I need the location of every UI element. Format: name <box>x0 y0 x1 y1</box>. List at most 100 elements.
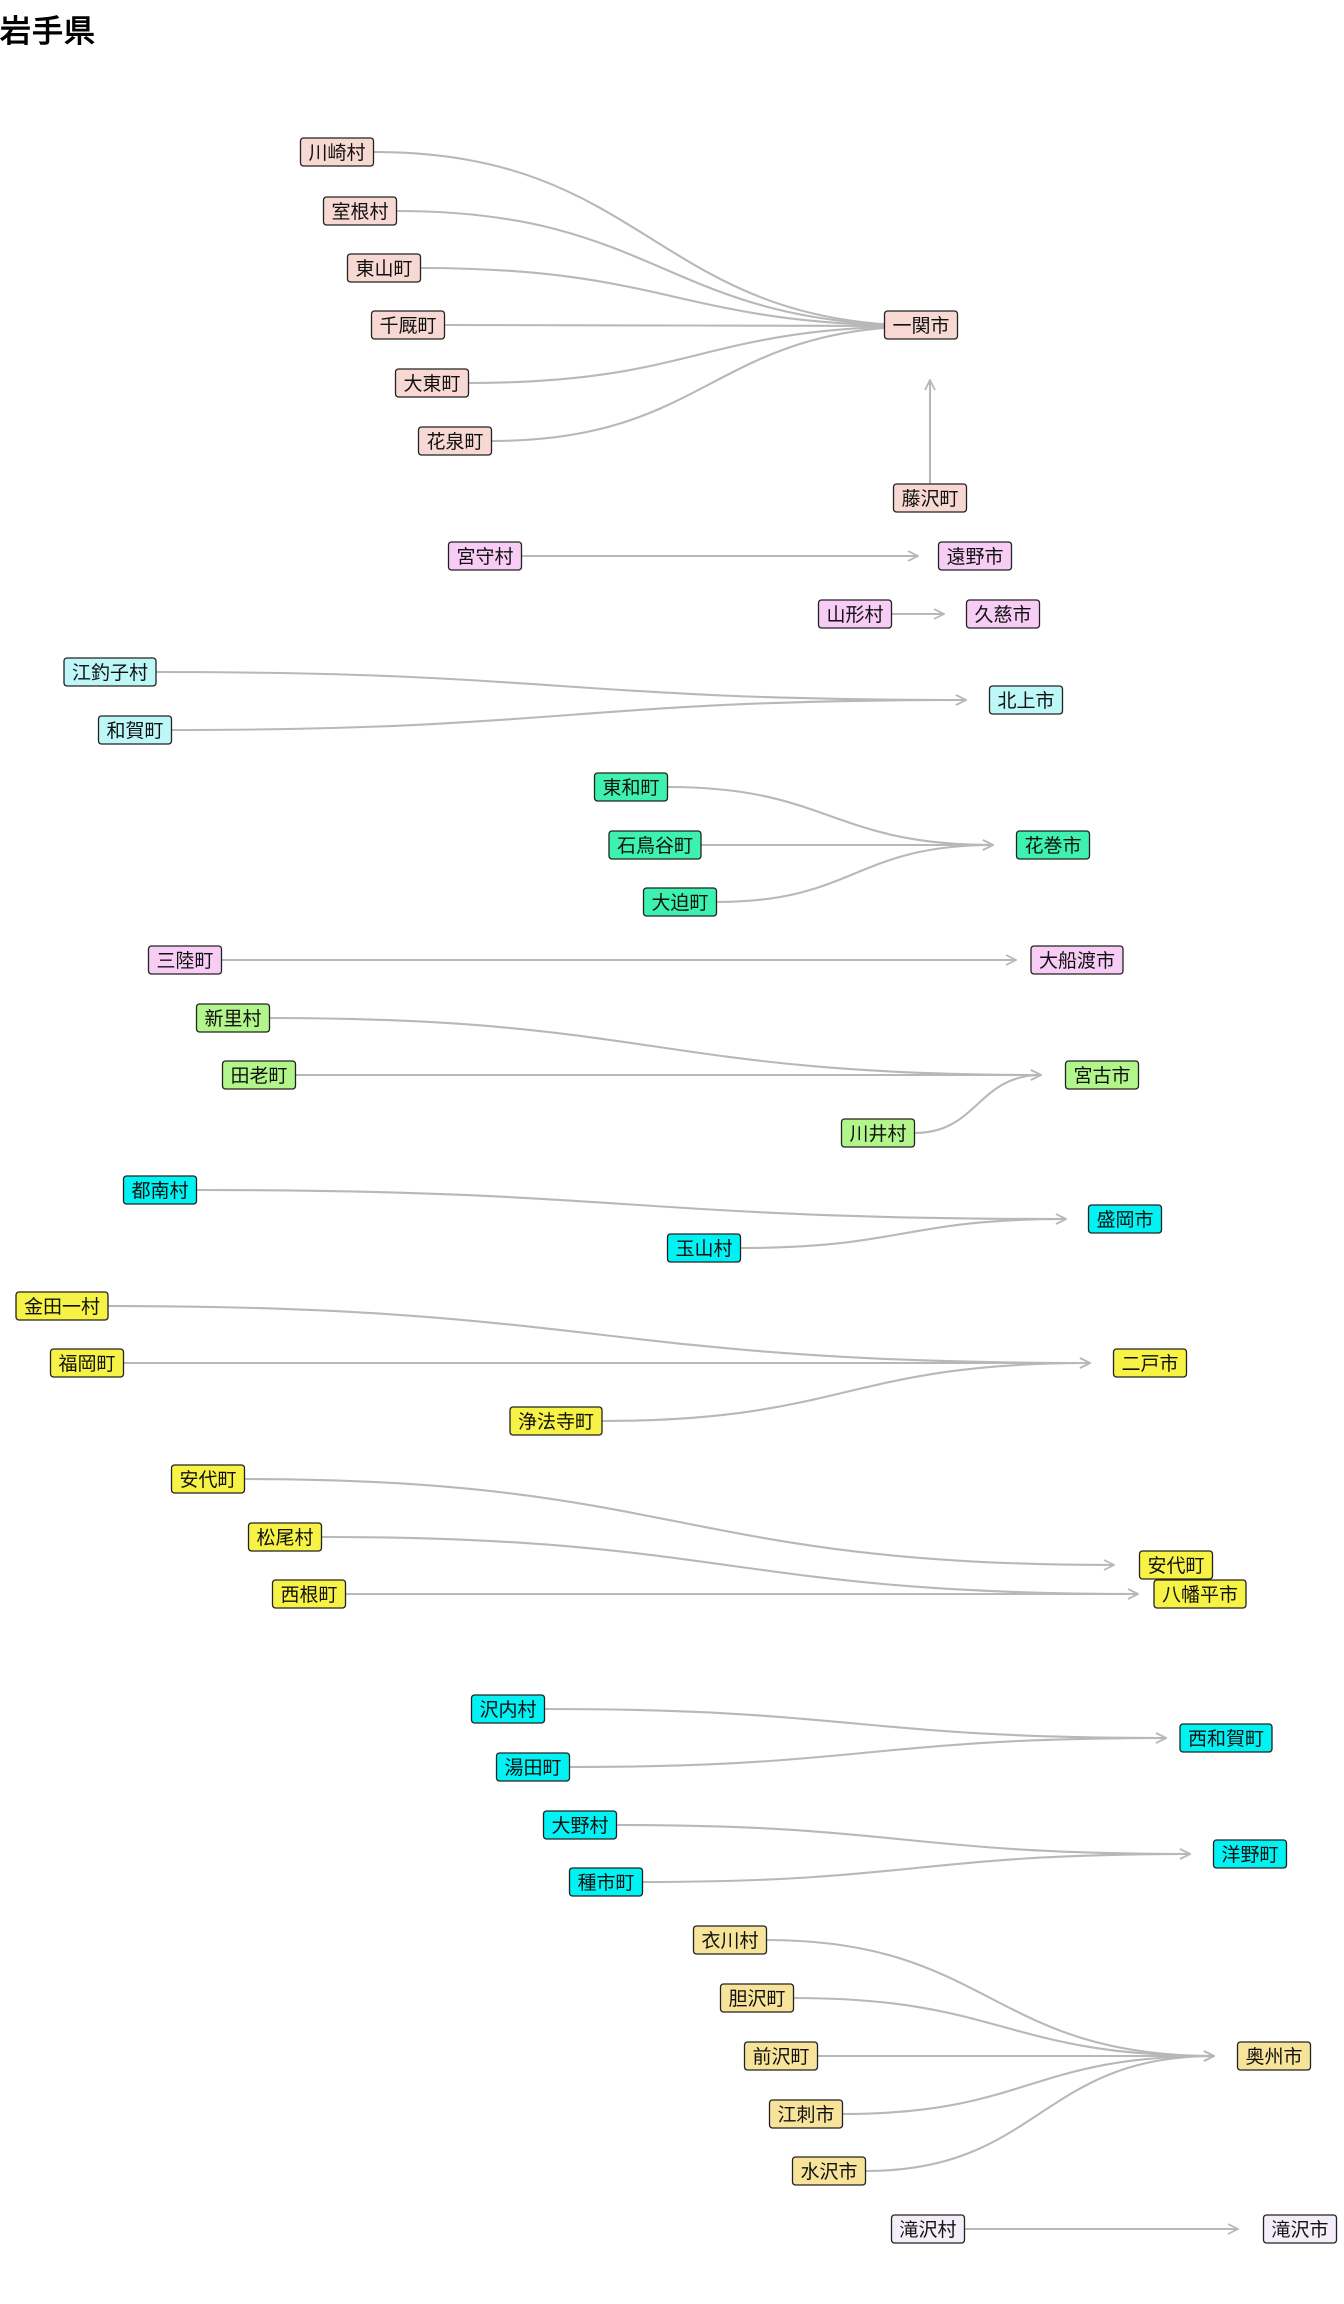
edge-hanamaki-0 <box>667 785 994 845</box>
node-hanamaki-source-2-box <box>642 887 718 917</box>
node-hanamaki-source-1-label: 石鳥谷町 <box>617 835 693 857</box>
edge-morioka-0 <box>196 1188 1067 1219</box>
node-hanamaki-source-1: 石鳥谷町 <box>608 830 702 860</box>
node-miyako-source-2-label: 川井村 <box>849 1123 906 1145</box>
node-morioka-target-box <box>1087 1204 1163 1234</box>
node-hanamaki-source-0-label: 東和町 <box>602 777 659 799</box>
node-ninohe-source-0-label: 金田一村 <box>24 1296 100 1318</box>
edge-yoyo-1 <box>642 1854 1191 1884</box>
node-oshu-source-1: 胆沢町 <box>719 1983 795 2013</box>
node-hachimantai-source-2: 西根町 <box>271 1579 347 1609</box>
node-morioka-source-1-box <box>666 1233 742 1263</box>
node-ichinoseki-source-4-label: 大東町 <box>403 373 460 395</box>
node-ichinoseki-source-5: 花泉町 <box>417 426 493 456</box>
node-kitakami-source-1: 和賀町 <box>97 715 173 745</box>
node-nishiwaga-source-1-box <box>495 1752 571 1782</box>
node-oshu-source-4: 水沢市 <box>791 2156 867 2186</box>
node-oshu-source-0-box <box>692 1925 768 1955</box>
node-nishiwaga-target-box <box>1179 1723 1273 1753</box>
node-miyako-source-2-box <box>840 1118 916 1148</box>
node-tono-target-label: 遠野市 <box>946 546 1003 568</box>
node-hachimantai-source-3-label: 安代町 <box>1147 1555 1204 1577</box>
edge-kitakami-1 <box>171 700 967 732</box>
node-ninohe-source-1-label: 福岡町 <box>58 1353 115 1375</box>
node-hachimantai-source-1: 松尾村 <box>247 1522 323 1552</box>
node-kitakami-source-0-label: 江釣子村 <box>72 662 148 684</box>
node-oshu-source-3-box <box>768 2099 844 2129</box>
node-ichinoseki-source-0-label: 川崎村 <box>308 142 365 164</box>
node-ichinoseki-source-1-label: 室根村 <box>331 201 388 223</box>
node-kitakami-source-0-box <box>63 657 157 687</box>
edge-ichinoseki-1 <box>396 209 931 326</box>
node-kuji-target: 久慈市 <box>965 599 1041 629</box>
node-oshu-source-2-box <box>743 2041 819 2071</box>
node-hachimantai-target-box <box>1153 1579 1247 1609</box>
node-hachimantai-target: 八幡平市 <box>1153 1579 1247 1609</box>
edge-hachimantai-0 <box>244 1477 1115 1565</box>
node-ichinoseki-source-6: 藤沢町 <box>892 483 968 513</box>
node-ninohe-source-1-box <box>49 1348 125 1378</box>
edge-nishiwaga-1 <box>569 1738 1167 1769</box>
node-ninohe-source-2-box <box>509 1406 603 1436</box>
node-hanamaki-source-0: 東和町 <box>593 772 669 802</box>
edge-oshu-1 <box>793 1996 1215 2056</box>
node-miyako-source-0: 新里村 <box>195 1003 271 1033</box>
node-kitakami-target-box <box>988 685 1064 715</box>
node-hachimantai-source-2-box <box>271 1579 347 1609</box>
node-ofunato-source-0: 三陸町 <box>147 945 223 975</box>
edge-ichinoseki-5 <box>491 326 931 443</box>
node-yoyo-source-1-box <box>568 1867 644 1897</box>
edge-ichinoseki-3 <box>444 325 931 326</box>
edge-hachimantai-1 <box>321 1535 1139 1594</box>
node-tono-target: 遠野市 <box>937 541 1013 571</box>
node-ichinoseki-source-4: 大東町 <box>394 368 470 398</box>
nodes: 川崎村室根村東山町千厩町大東町花泉町藤沢町一関市宮守村遠野市山形村久慈市江釣子村… <box>15 137 1338 2244</box>
node-miyako-target-box <box>1064 1060 1140 1090</box>
node-miyako-source-1-box <box>221 1060 297 1090</box>
node-kitakami-target: 北上市 <box>988 685 1064 715</box>
node-ichinoseki-source-2-label: 東山町 <box>355 258 412 280</box>
node-oshu-source-4-box <box>791 2156 867 2186</box>
node-kitakami-source-0: 江釣子村 <box>63 657 157 687</box>
node-morioka-source-1-label: 玉山村 <box>675 1238 732 1260</box>
node-hachimantai-source-0-box <box>170 1464 246 1494</box>
node-oshu-source-4-label: 水沢市 <box>800 2161 857 2183</box>
node-ofunato-target-box <box>1030 945 1124 975</box>
node-hachimantai-source-0: 安代町 <box>170 1464 246 1494</box>
node-ichinoseki-source-3: 千厩町 <box>370 310 446 340</box>
node-oshu-source-2: 前沢町 <box>743 2041 819 2071</box>
node-morioka-target: 盛岡市 <box>1087 1204 1163 1234</box>
node-oshu-target-box <box>1236 2041 1312 2071</box>
node-kuji-target-label: 久慈市 <box>974 604 1031 626</box>
node-morioka-source-0: 都南村 <box>122 1175 198 1205</box>
node-kitakami-source-1-box <box>97 715 173 745</box>
node-ninohe-target-label: 二戸市 <box>1121 1353 1178 1375</box>
edge-ninohe-2 <box>601 1363 1090 1423</box>
node-kuji-source-0-box <box>817 599 893 629</box>
node-ichinoseki-target: 一関市 <box>883 310 959 340</box>
node-ichinoseki-source-2-box <box>346 253 422 283</box>
node-nishiwaga-target-label: 西和賀町 <box>1188 1728 1264 1750</box>
node-ninohe-source-0: 金田一村 <box>15 1291 109 1321</box>
node-ichinoseki-source-6-label: 藤沢町 <box>901 488 958 510</box>
node-yoyo-source-0-label: 大野村 <box>551 1815 608 1837</box>
node-yoyo-source-0: 大野村 <box>542 1810 618 1840</box>
node-hachimantai-source-3: 安代町 <box>1138 1550 1214 1580</box>
node-hanamaki-target-box <box>1015 830 1091 860</box>
edge-hanamaki-2 <box>716 845 994 904</box>
edge-nishiwaga-0 <box>544 1707 1167 1738</box>
node-ichinoseki-source-5-box <box>417 426 493 456</box>
node-kuji-target-box <box>965 599 1041 629</box>
node-oshu-source-2-label: 前沢町 <box>752 2046 809 2068</box>
node-nishiwaga-source-0-label: 沢内村 <box>479 1699 536 1721</box>
edge-miyako-0 <box>269 1016 1042 1075</box>
node-takizawa-target: 滝沢市 <box>1262 2214 1338 2244</box>
edge-kitakami-0 <box>155 670 966 700</box>
node-hachimantai-source-3-box <box>1138 1550 1214 1580</box>
node-kuji-source-0-label: 山形村 <box>826 604 883 626</box>
edge-ichinoseki-2 <box>420 266 931 326</box>
node-yoyo-target: 洋野町 <box>1212 1839 1288 1869</box>
node-oshu-source-0: 衣川村 <box>692 1925 768 1955</box>
node-ichinoseki-target-label: 一関市 <box>892 315 949 337</box>
